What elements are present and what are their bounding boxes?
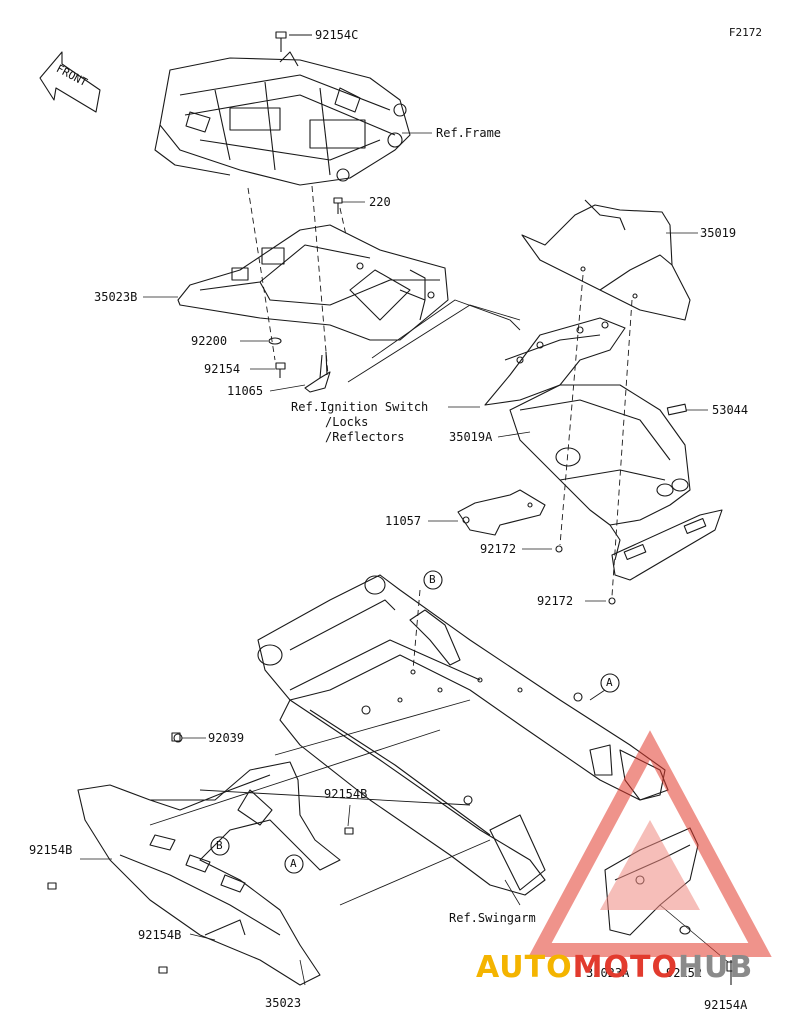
bracket-11057 — [457, 489, 546, 536]
label-92154B-a: 92154B — [29, 843, 73, 857]
label-92154A: 92154A — [704, 998, 748, 1012]
rear-frame-part — [154, 51, 411, 186]
bolt-92154B-b — [158, 966, 168, 974]
bolt-92039 — [171, 732, 181, 742]
label-11065: 11065 — [227, 384, 264, 398]
bolt-92154A — [726, 960, 737, 985]
watermark-part-hub: HUB — [677, 950, 754, 985]
callout-a-left-label: A — [290, 857, 297, 870]
label-ref-frame: Ref.Frame — [436, 126, 502, 140]
nut-92172-a — [555, 545, 563, 553]
bolt-92154C — [275, 31, 287, 52]
callout-b-top — [423, 570, 443, 590]
label-11057: 11057 — [385, 514, 422, 528]
label-ref-swingarm: Ref.Swingarm — [449, 911, 536, 925]
callout-a-left — [284, 854, 304, 874]
cable-11065 — [304, 351, 331, 393]
pin-53044 — [666, 403, 687, 416]
label-35019: 35019 — [700, 226, 737, 240]
bolt-92154 — [275, 362, 286, 378]
label-92172-a: 92172 — [480, 542, 517, 556]
label-ref-ignition: Ref.Ignition Switch — [291, 400, 429, 414]
bolt-220 — [333, 197, 343, 214]
label-92154C: 92154C — [315, 28, 359, 42]
label-92172-b: 92172 — [537, 594, 574, 608]
label-ref-reflectors: /Reflectors — [325, 430, 405, 444]
watermark-part-auto: AUTO — [476, 950, 573, 985]
label-92154B-c: 92154B — [324, 787, 368, 801]
label-35019A: 35019A — [449, 430, 493, 444]
watermark-triangle-icon — [528, 730, 772, 957]
callout-b-top-label: B — [429, 573, 436, 586]
watermark-logo: AUTOMOTOHUB — [476, 950, 753, 985]
washer-92152 — [679, 925, 691, 935]
bracket-35019A — [484, 317, 723, 581]
callout-a-right-label: A — [606, 676, 613, 689]
label-35023: 35023 — [265, 996, 302, 1010]
chain-guard-35023 — [77, 733, 341, 986]
bolt-92154B-a — [47, 882, 57, 890]
swingarm-part — [257, 574, 669, 896]
label-92039: 92039 — [208, 731, 245, 745]
washer-92200 — [268, 337, 282, 345]
label-92154B-b: 92154B — [138, 928, 182, 942]
label-92154: 92154 — [204, 362, 241, 376]
label-35023A: 35023A — [586, 966, 630, 980]
callout-b-left-label: B — [216, 839, 223, 852]
tray-35023B — [177, 224, 449, 341]
figure-id: F2172 — [728, 26, 762, 39]
label-ref-locks: /Locks — [325, 415, 369, 429]
watermark-part-moto: MOTO — [572, 950, 678, 985]
callout-b-left — [210, 836, 230, 856]
callout-a-right — [600, 673, 620, 693]
fender-35019 — [521, 199, 691, 321]
label-220: 220 — [369, 195, 391, 209]
front-arrow-icon: FRONT — [39, 51, 101, 113]
label-53044: 53044 — [712, 403, 749, 417]
label-92200: 92200 — [191, 334, 228, 348]
bolt-92154B-c — [344, 827, 354, 835]
nut-92172-b — [608, 597, 616, 605]
label-92152: 92152 — [666, 966, 703, 980]
label-35023B: 35023B — [94, 290, 138, 304]
